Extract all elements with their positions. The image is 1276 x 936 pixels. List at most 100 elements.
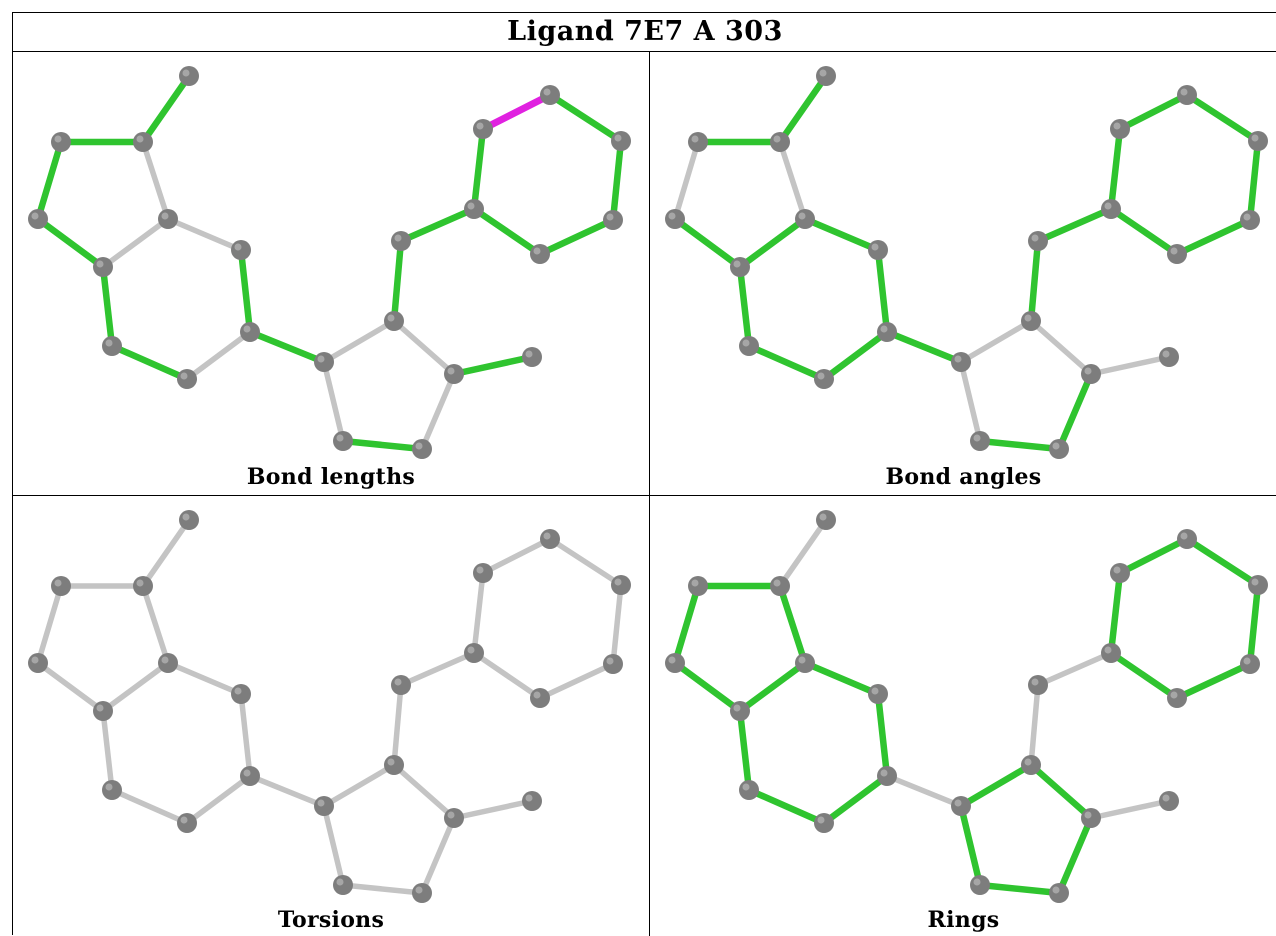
atom-shine-20 bbox=[525, 350, 533, 358]
atom-shine-15 bbox=[543, 532, 551, 540]
grid-divider-vertical bbox=[649, 52, 650, 936]
atom-17 bbox=[1240, 210, 1260, 230]
bond-21-10 bbox=[321, 803, 346, 888]
atom-shine-4 bbox=[733, 260, 741, 268]
bond-9-8 bbox=[820, 772, 891, 827]
atoms-bond-angles bbox=[665, 66, 1268, 459]
atom-3 bbox=[28, 653, 48, 673]
atom-16 bbox=[611, 131, 631, 151]
bond-6-9 bbox=[874, 690, 891, 780]
bond-11-19 bbox=[1028, 318, 1094, 377]
bond-19-20 bbox=[1088, 354, 1172, 377]
bond-9-10 bbox=[246, 328, 328, 366]
atom-20 bbox=[1159, 347, 1179, 367]
atom-shine-7 bbox=[105, 339, 113, 347]
atom-shine-22 bbox=[415, 886, 423, 894]
atom-shine-12 bbox=[1031, 234, 1039, 242]
bond-22-21 bbox=[340, 882, 425, 896]
atom-shine-1 bbox=[136, 579, 144, 587]
atom-7 bbox=[102, 336, 122, 356]
atom-12 bbox=[1028, 231, 1048, 251]
atom-1 bbox=[133, 132, 153, 152]
bond-7-4 bbox=[100, 708, 115, 793]
atom-shine-12 bbox=[394, 234, 402, 242]
atom-20 bbox=[522, 347, 542, 367]
bond-2-3 bbox=[672, 139, 701, 222]
bond-17-18 bbox=[536, 216, 617, 258]
atom-20 bbox=[522, 791, 542, 811]
caption-rings: Rings bbox=[927, 907, 1000, 933]
bond-0-1 bbox=[139, 72, 193, 146]
bond-3-4 bbox=[35, 660, 106, 714]
atom-11 bbox=[384, 755, 404, 775]
bond-13-14 bbox=[1107, 125, 1124, 213]
atom-shine-3 bbox=[31, 656, 39, 664]
atom-shine-16 bbox=[1251, 134, 1259, 142]
bond-2-3 bbox=[671, 582, 702, 667]
bond-7-4 bbox=[736, 263, 753, 350]
atom-shine-0 bbox=[182, 513, 190, 521]
bond-12-13 bbox=[397, 205, 478, 245]
atom-16 bbox=[1248, 131, 1268, 151]
caption-torsions: Torsions bbox=[277, 907, 385, 933]
atom-5 bbox=[158, 653, 178, 673]
atom-11 bbox=[1021, 311, 1041, 331]
atom-17 bbox=[1240, 654, 1260, 674]
bond-16-17 bbox=[1246, 581, 1262, 668]
atom-shine-7 bbox=[742, 339, 750, 347]
atom-shine-8 bbox=[180, 816, 188, 824]
atom-shine-22 bbox=[1052, 886, 1060, 894]
atom-9 bbox=[240, 766, 260, 786]
atom-6 bbox=[868, 684, 888, 704]
atom-shine-14 bbox=[1113, 566, 1121, 574]
atom-19 bbox=[444, 364, 464, 384]
bond-11-12 bbox=[1028, 682, 1041, 768]
bond-8-7 bbox=[745, 786, 828, 827]
atom-0 bbox=[179, 510, 199, 530]
bond-19-22 bbox=[419, 815, 457, 896]
bond-13-14 bbox=[471, 570, 486, 656]
title-row: Ligand 7E7 A 303 bbox=[13, 13, 1276, 52]
bond-13-14 bbox=[470, 125, 487, 213]
atom-shine-19 bbox=[447, 367, 455, 375]
atom-6 bbox=[868, 240, 888, 260]
bond-22-21 bbox=[339, 437, 426, 453]
atom-shine-13 bbox=[1104, 202, 1112, 210]
bonds-bond-lengths bbox=[34, 72, 625, 453]
bond-4-5 bbox=[736, 215, 809, 271]
caption-bond-lengths: Bond lengths bbox=[246, 464, 416, 490]
bond-19-22 bbox=[1055, 814, 1095, 897]
bond-2-3 bbox=[34, 138, 65, 223]
atom-shine-4 bbox=[733, 704, 741, 712]
atom-18 bbox=[530, 244, 550, 264]
atom-11 bbox=[384, 311, 404, 331]
bond-6-9 bbox=[237, 246, 254, 336]
atom-15 bbox=[1177, 529, 1197, 549]
atom-shine-18 bbox=[1170, 247, 1178, 255]
bond-4-5 bbox=[736, 659, 809, 715]
atom-3 bbox=[665, 653, 685, 673]
atom-4 bbox=[730, 257, 750, 277]
atom-shine-6 bbox=[234, 687, 242, 695]
atom-shine-20 bbox=[525, 794, 533, 802]
bond-0-1 bbox=[776, 72, 830, 146]
atom-6 bbox=[231, 240, 251, 260]
figure-title: Ligand 7E7 A 303 bbox=[507, 16, 783, 47]
atom-shine-6 bbox=[871, 243, 879, 251]
atom-shine-16 bbox=[614, 134, 622, 142]
atom-14 bbox=[1110, 119, 1130, 139]
atom-19 bbox=[444, 808, 464, 828]
panel-rings: Rings bbox=[650, 496, 1276, 936]
bond-5-1 bbox=[140, 583, 171, 666]
atom-11 bbox=[1021, 755, 1041, 775]
bonds-bond-angles bbox=[671, 72, 1262, 453]
atom-shine-11 bbox=[1024, 758, 1032, 766]
atom-shine-5 bbox=[798, 656, 806, 664]
atom-shine-2 bbox=[691, 135, 699, 143]
atom-16 bbox=[1248, 575, 1268, 595]
atom-shine-2 bbox=[54, 135, 62, 143]
panel-torsions: Torsions bbox=[13, 496, 649, 936]
atom-shine-4 bbox=[96, 704, 104, 712]
atom-13 bbox=[1101, 199, 1121, 219]
bond-14-15 bbox=[1116, 91, 1191, 133]
